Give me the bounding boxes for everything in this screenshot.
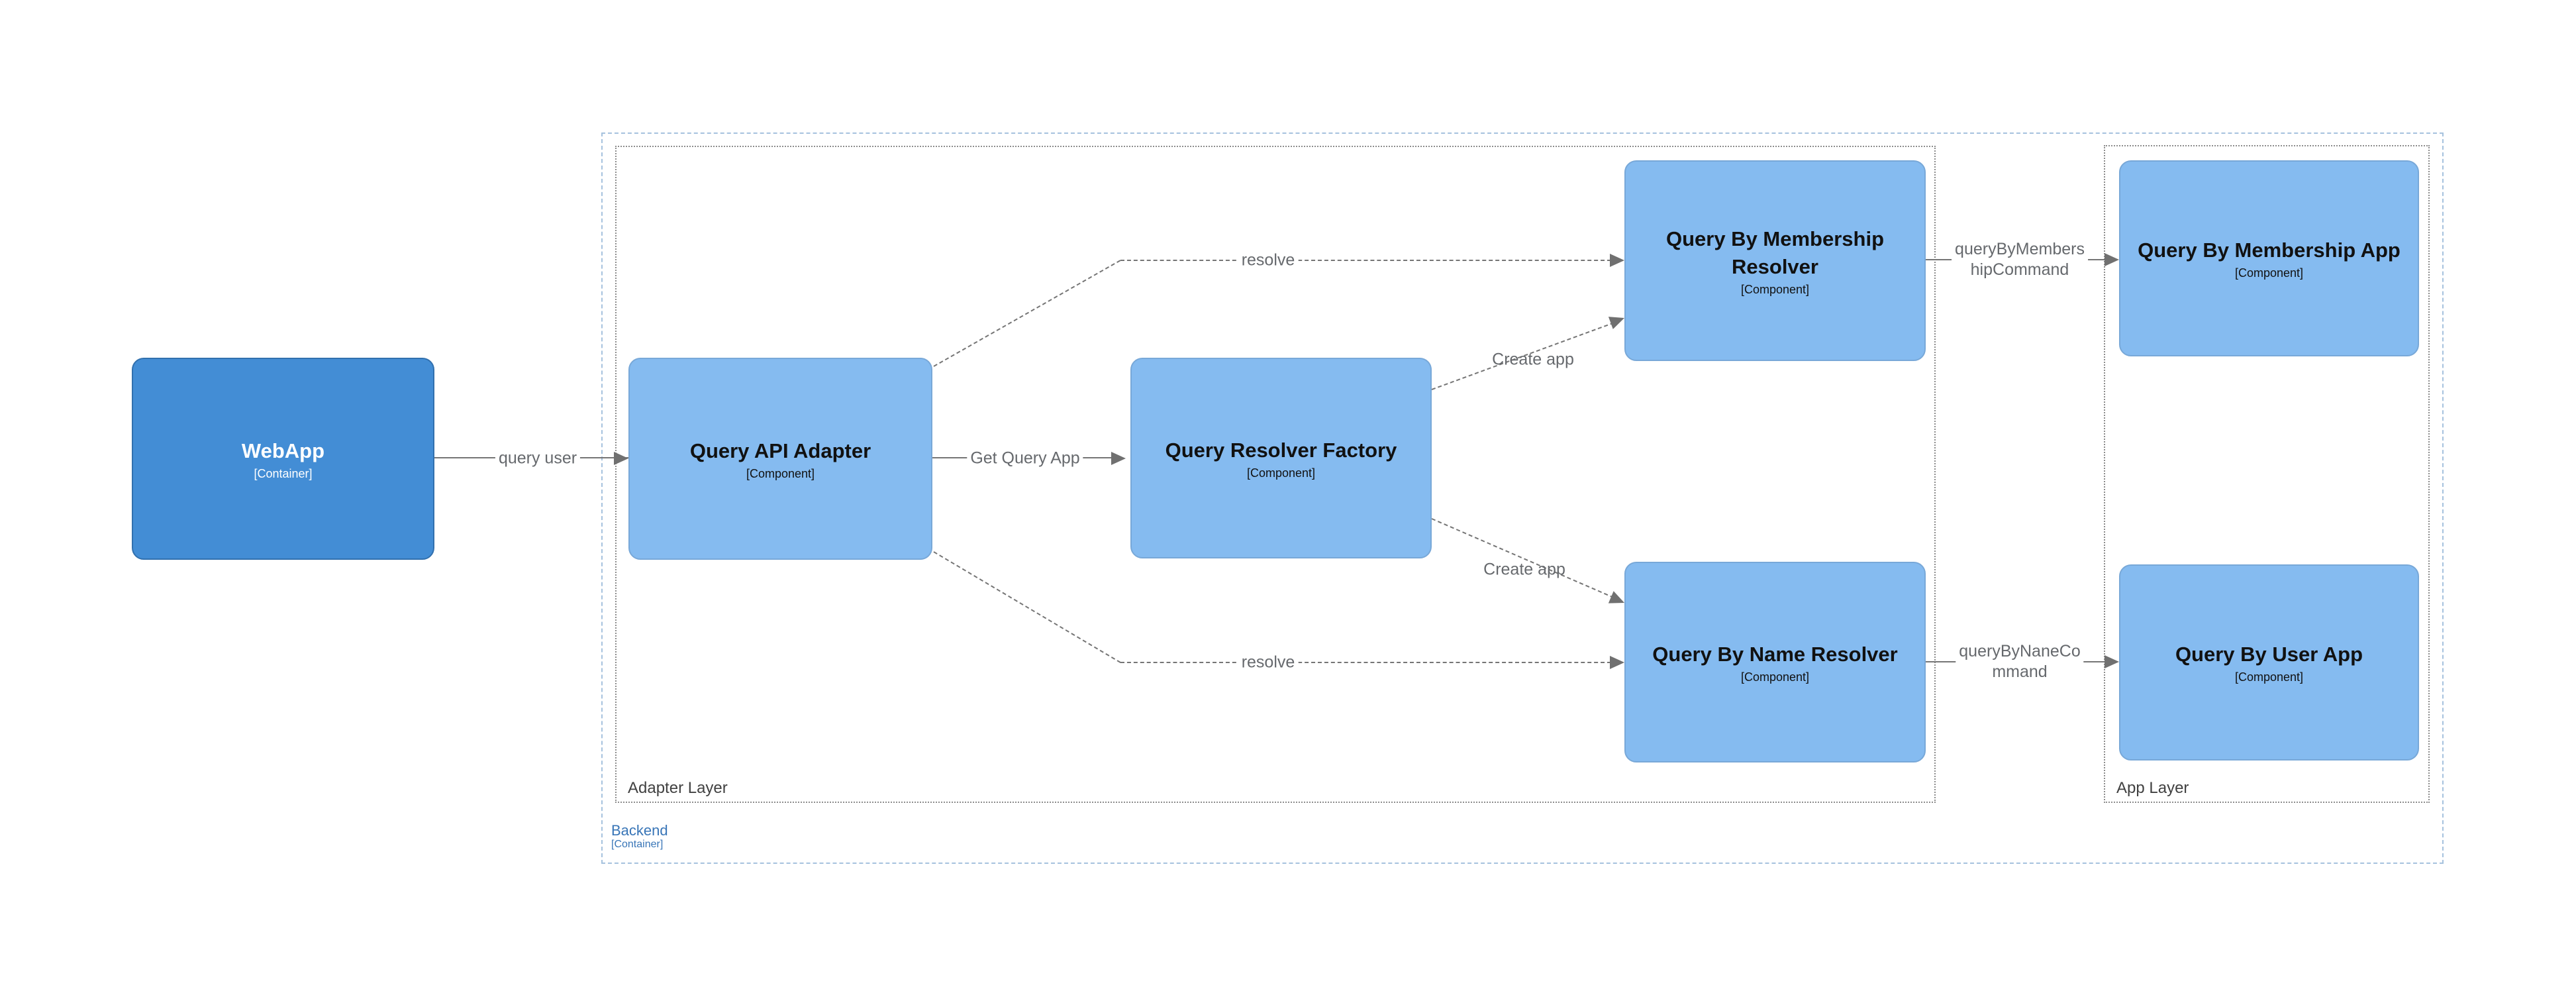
node-query-by-user-app[interactable]: Query By User App [Component] [2119, 564, 2419, 761]
arrowhead-membership-command [2105, 253, 2119, 266]
backend-container-boundary [601, 132, 2444, 864]
node-query-by-membership-resolver-title: Query By Membership Resolver [1665, 227, 1885, 278]
node-webapp-title: WebApp [241, 439, 325, 462]
edge-label-membership-command: queryByMembers hipCommand [1952, 239, 2088, 280]
node-query-by-membership-app-title: Query By Membership App [2138, 238, 2401, 262]
backend-boundary-type: [Container] [611, 839, 664, 850]
node-query-api-adapter-title: Query API Adapter [689, 439, 871, 462]
node-query-resolver-factory-type: [Component] [1246, 466, 1316, 480]
arrowhead-resolve-bottom [1610, 656, 1624, 669]
edge-label-membership-command-line2: hipCommand [1970, 260, 2069, 279]
node-query-api-adapter-type: [Component] [746, 466, 815, 480]
backend-label-group: Backend [Container] [611, 823, 668, 851]
arrowhead-nane-command [2105, 655, 2119, 668]
node-webapp[interactable]: WebApp [Container] [132, 358, 434, 560]
edge-label-resolve-bottom: resolve [1238, 652, 1299, 673]
edge-resolve-bottom-line [1120, 662, 1611, 663]
arrowhead-query-user [614, 452, 628, 465]
node-query-by-membership-resolver-type: [Component] [1740, 282, 1810, 296]
node-query-resolver-factory[interactable]: Query Resolver Factory [Component] [1130, 358, 1432, 558]
node-query-by-name-resolver-type: [Component] [1740, 670, 1810, 684]
node-query-by-user-app-type: [Component] [2234, 670, 2304, 684]
node-query-by-membership-app-type: [Component] [2234, 266, 2304, 280]
edge-label-membership-command-line1: queryByMembers [1955, 240, 2085, 258]
edge-label-nane-command-line2: mmand [1992, 662, 2048, 681]
app-layer-label: App Layer [2116, 779, 2189, 797]
edge-label-resolve-top: resolve [1238, 250, 1299, 271]
app-layer-boundary [2104, 145, 2430, 803]
edge-label-nane-command-line1: queryByNaneCo [1959, 642, 2081, 660]
node-query-resolver-factory-title: Query Resolver Factory [1165, 438, 1397, 462]
node-query-by-name-resolver-title: Query By Name Resolver [1652, 642, 1898, 666]
arrowhead-resolve-top [1610, 254, 1624, 267]
edge-label-get-query-app: Get Query App [967, 448, 1083, 469]
node-query-api-adapter[interactable]: Query API Adapter [Component] [628, 358, 932, 560]
edge-label-create-app-bottom: Create app [1483, 560, 1565, 579]
node-webapp-type: [Container] [254, 466, 313, 480]
backend-boundary-label: Backend [611, 822, 668, 839]
node-query-by-membership-app[interactable]: Query By Membership App [Component] [2119, 160, 2419, 356]
edge-label-query-user: query user [495, 448, 581, 469]
edge-label-create-app-top: Create app [1492, 350, 1574, 369]
node-query-by-name-resolver[interactable]: Query By Name Resolver [Component] [1624, 562, 1926, 762]
edge-resolve-top-line [1120, 260, 1611, 261]
adapter-layer-label: Adapter Layer [628, 779, 728, 797]
node-query-by-membership-resolver[interactable]: Query By Membership Resolver [Component] [1624, 160, 1926, 361]
adapter-layer-boundary [615, 146, 1936, 803]
node-query-by-user-app-title: Query By User App [2175, 643, 2363, 666]
edge-label-nane-command: queryByNaneCo mmand [1956, 641, 2084, 682]
arrowhead-get-query-app [1111, 452, 1126, 465]
